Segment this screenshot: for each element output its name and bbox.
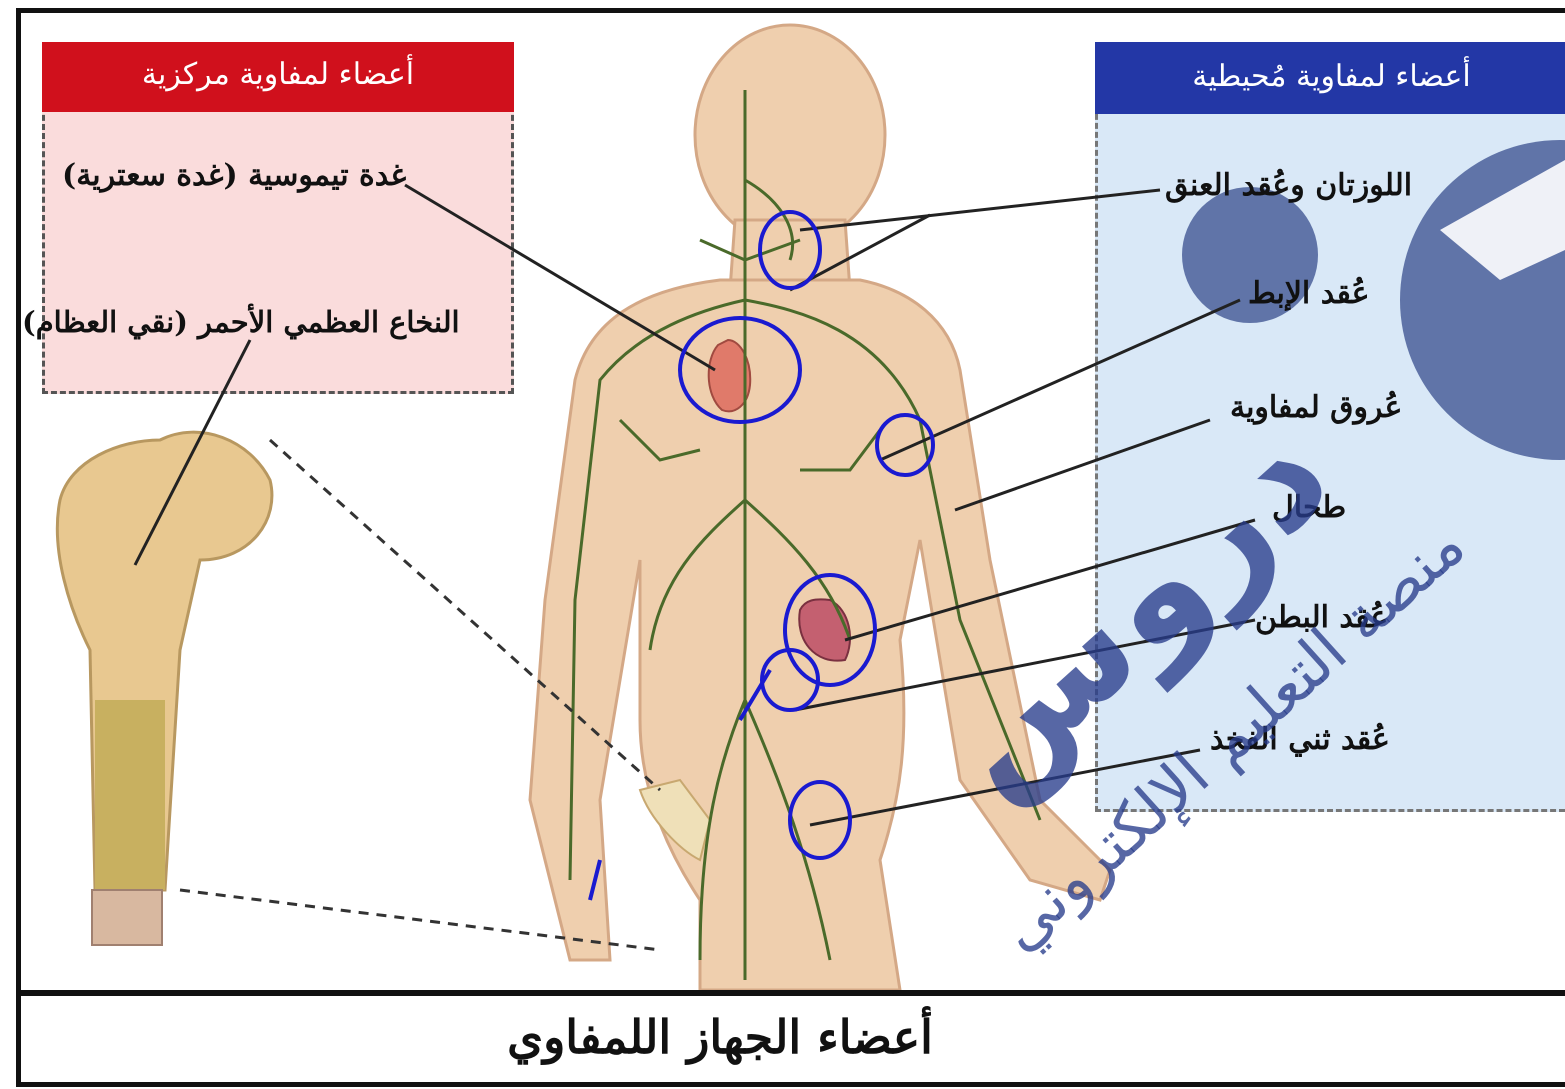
label-thymus: غدة تيموسية (غدة سعترية) — [62, 158, 406, 193]
label-tonsils-neck-nodes: اللوزتان وعُقد العنق — [1165, 168, 1412, 203]
label-red-bone-marrow: النخاع العظمي الأحمر (نقي العظام) — [22, 305, 460, 339]
label-axillary-nodes: عُقد الإبط — [1248, 276, 1370, 311]
figure-caption: أعضاء الجهاز اللمفاوي — [0, 1010, 1440, 1064]
human-body-figure — [530, 25, 1110, 990]
